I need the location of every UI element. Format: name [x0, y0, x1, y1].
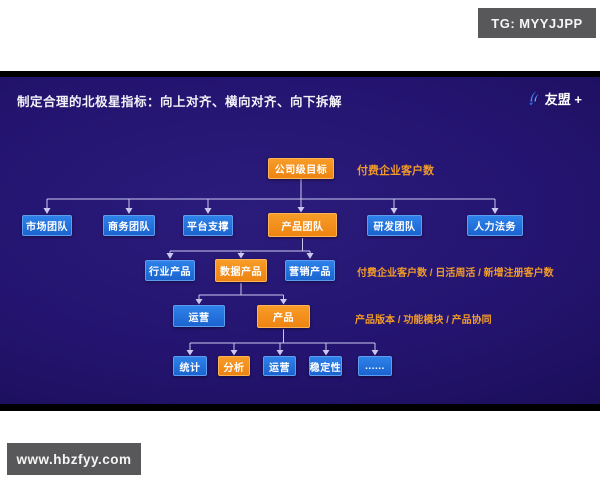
node-statistics: 统计	[173, 356, 207, 376]
metric-annotation-level3: 付费企业客户数 / 日活周活 / 新增注册客户数	[357, 268, 554, 279]
connector-arrowheads	[43, 207, 499, 356]
logo-text: 友盟 +	[544, 92, 582, 107]
tree-connectors	[43, 179, 499, 356]
node-business-team: 商务团队	[103, 215, 155, 236]
slide-background: 制定合理的北极星指标：向上对齐、横向对齐、向下拆解 友盟 +	[0, 77, 600, 404]
node-industry-product: 行业产品	[145, 260, 195, 281]
slide: 制定合理的北极星指标：向上对齐、横向对齐、向下拆解 友盟 +	[0, 71, 600, 411]
slide-title: 制定合理的北极星指标：向上对齐、横向对齐、向下拆解	[17, 95, 343, 109]
node-operation-2: 运营	[263, 356, 296, 376]
tg-badge: TG: MYYJJPP	[478, 8, 596, 38]
node-product: 产品	[257, 305, 310, 328]
node-market-team: 市场团队	[22, 215, 72, 236]
node-analysis: 分析	[218, 356, 250, 376]
feather-icon	[528, 90, 539, 105]
node-data-product: 数据产品	[215, 259, 267, 282]
node-rd-team: 研发团队	[367, 215, 422, 236]
connector-lines	[46, 179, 496, 350]
node-platform-support: 平台支撑	[183, 215, 233, 236]
node-company-goal: 公司级目标	[268, 158, 334, 179]
website-badge: www.hbzfyy.com	[7, 443, 141, 475]
node-marketing-product: 营销产品	[285, 260, 335, 281]
node-hr-legal: 人力法务	[467, 215, 523, 236]
umeng-logo: 友盟 +	[526, 89, 582, 108]
node-stability: 稳定性	[309, 356, 342, 376]
metric-annotation-level1: 付费企业客户数	[357, 165, 434, 177]
node-more: ......	[358, 356, 392, 376]
node-product-team: 产品团队	[268, 213, 337, 237]
metric-annotation-level4: 产品版本 / 功能模块 / 产品协同	[355, 315, 492, 326]
node-operation: 运营	[173, 305, 225, 327]
